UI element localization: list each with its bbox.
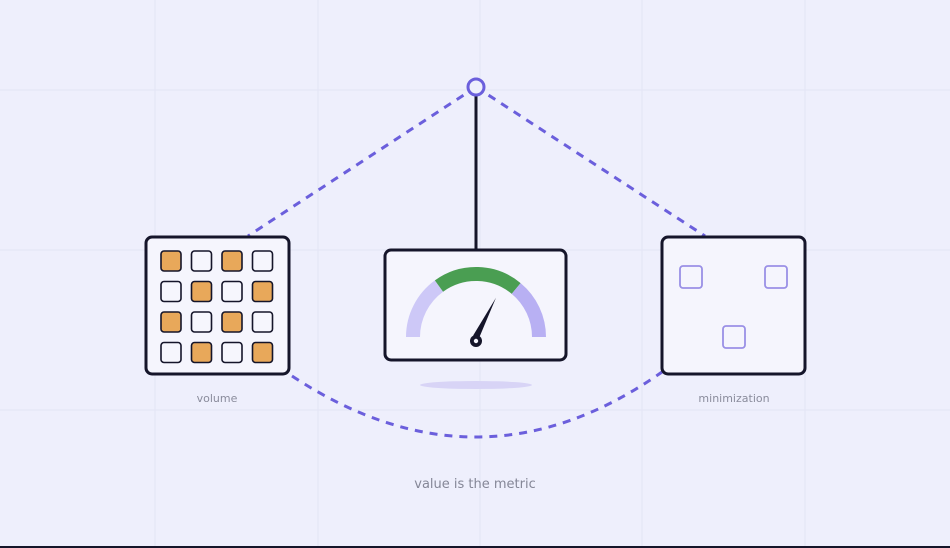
volume-cell-empty [160, 280, 182, 303]
minimization-square [764, 265, 788, 289]
gauge-good-band [434, 267, 521, 295]
volume-cell-filled [190, 341, 213, 364]
bottom-border [0, 546, 950, 548]
volume-cell-empty [190, 311, 213, 333]
volume-cell-empty [251, 311, 274, 333]
gauge-shadow [420, 381, 532, 389]
volume-cell-empty [221, 280, 243, 303]
volume-cell-filled [160, 311, 182, 333]
dashed-connector-bottom-arc [291, 370, 663, 439]
volume-cell-empty [251, 250, 274, 272]
volume-cell-empty [160, 341, 182, 364]
dashed-connector-right [475, 85, 706, 238]
dashed-connector-left [247, 85, 477, 238]
gauge-needle [473, 297, 496, 339]
volume-cell-filled [190, 280, 213, 303]
volume-cell-empty [221, 341, 243, 364]
minimization-label: minimization [698, 392, 770, 405]
gauge-track-high [511, 283, 546, 338]
volume-cell-filled [221, 311, 243, 333]
volume-cell-filled [251, 341, 274, 364]
volume-cell-filled [221, 250, 243, 272]
volume-label: volume [196, 392, 238, 405]
minimization-square [722, 325, 746, 349]
minimization-square [679, 265, 703, 289]
caption: value is the metric [414, 477, 536, 492]
gauge [406, 267, 546, 347]
volume-grid [160, 250, 274, 364]
volume-cell-filled [251, 280, 274, 303]
minimization-squares [679, 265, 788, 349]
minimization-panel [660, 235, 807, 376]
gauge-hub-center [473, 338, 479, 344]
gauge-panel [383, 248, 568, 362]
volume-cell-filled [160, 250, 182, 272]
gauge-track-low [406, 280, 444, 338]
pivot-ring [466, 77, 486, 97]
volume-cell-empty [190, 250, 213, 272]
